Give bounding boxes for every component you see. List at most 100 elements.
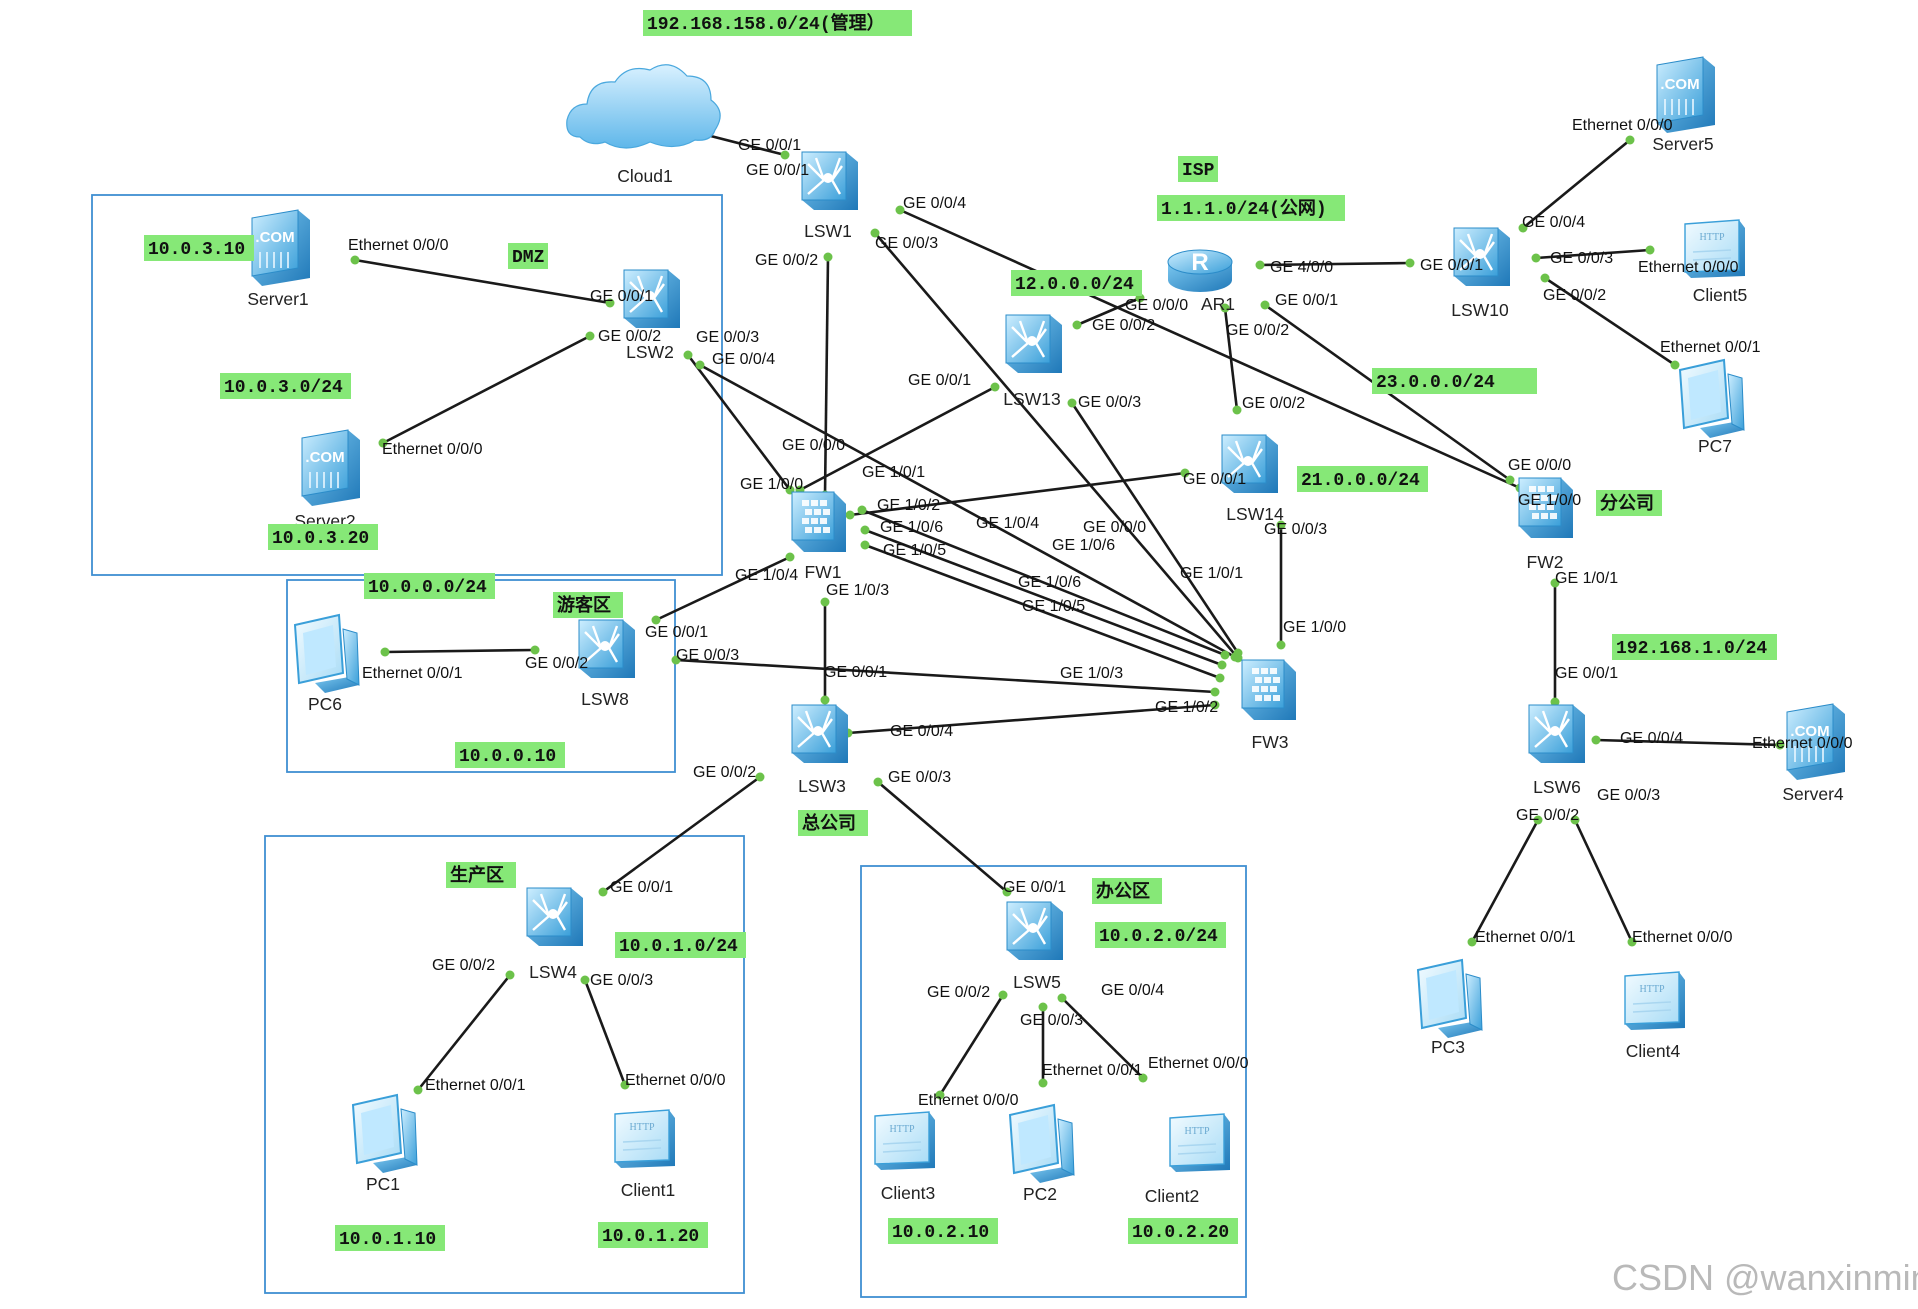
port-label-lsw4: GE 0/0/1	[610, 879, 673, 896]
device-label-fw3: FW3	[1252, 732, 1289, 752]
port-label-fw3: GE 1/0/6	[1052, 537, 1115, 554]
switch-icon	[1006, 901, 1063, 960]
port-dot	[1531, 253, 1541, 263]
note-bg	[888, 1218, 998, 1244]
port-label-pc2: Ethernet 0/0/1	[1042, 1062, 1143, 1079]
switch-icon	[578, 619, 635, 678]
note-prod-net: 10.0.1.0/24	[619, 937, 738, 957]
device-label-lsw2: LSW2	[626, 342, 674, 362]
device-server4[interactable]: .COM	[1786, 703, 1845, 780]
device-label-pc1: PC1	[366, 1174, 400, 1194]
device-lsw10[interactable]	[1453, 227, 1510, 286]
device-fw3[interactable]	[1241, 659, 1296, 720]
device-pc2[interactable]	[1008, 1103, 1075, 1183]
note-bg	[1095, 922, 1226, 948]
server-icon: .COM	[1656, 56, 1715, 133]
device-lsw4[interactable]	[526, 887, 583, 946]
port-label-fw1: GE 1/0/4	[976, 515, 1039, 532]
port-label-lsw13: GE 0/0/3	[1078, 394, 1141, 411]
device-cloud1[interactable]	[566, 64, 721, 149]
port-label-server5: Ethernet 0/0/0	[1572, 117, 1673, 134]
http-client-icon: HTTP	[1684, 219, 1745, 278]
note-bg	[220, 373, 351, 399]
port-dot	[1220, 303, 1230, 313]
device-fw1[interactable]	[791, 491, 846, 552]
device-lsw1[interactable]	[801, 151, 858, 210]
port-dot	[1210, 700, 1220, 710]
svg-text:.COM: .COM	[255, 229, 294, 246]
port-label-fw1: GE 1/0/0	[740, 476, 803, 493]
svg-text:R: R	[1191, 249, 1208, 276]
device-label-lsw6: LSW6	[1533, 777, 1581, 797]
port-dot	[1002, 887, 1012, 897]
link-fw1-fw3	[861, 508, 1226, 657]
device-pc6[interactable]	[293, 613, 360, 693]
link-lsw3-lsw4	[602, 775, 761, 894]
port-dot	[820, 695, 830, 705]
device-fw2[interactable]	[1518, 477, 1573, 538]
port-label-lsw13: GE 0/0/2	[1092, 317, 1155, 334]
note-mgmt-net: 192.168.158.0/24(管理）	[647, 12, 885, 35]
port-label-lsw2: GE 0/0/4	[712, 351, 775, 368]
device-pc7[interactable]	[1678, 358, 1745, 438]
cloud-icon	[566, 64, 721, 149]
device-label-fw2: FW2	[1527, 552, 1564, 572]
port-label-fw2: GE 0/0/0	[1508, 457, 1571, 474]
port-label-lsw1: GE 0/0/2	[755, 252, 818, 269]
device-lsw2[interactable]	[623, 269, 680, 328]
link-lsw10-server5	[1522, 138, 1631, 230]
device-server5[interactable]: .COM	[1656, 56, 1715, 133]
note-layer: 192.168.158.0/24(管理）ISP1.1.1.0/24(公网)12.…	[144, 10, 1777, 1251]
device-lsw6[interactable]	[1528, 704, 1585, 763]
port-dot	[620, 1080, 630, 1090]
port-label-ar1: GE 0/0/2	[1226, 322, 1289, 339]
port-label-fw1: GE 1/0/1	[862, 464, 925, 481]
port-dot	[895, 205, 905, 215]
link-ar1-lsw13	[1076, 296, 1141, 327]
device-lsw8[interactable]	[578, 619, 635, 678]
port-label-fw3: GE 0/0/0	[1083, 519, 1146, 536]
note-bg	[643, 10, 912, 36]
port-label-lsw3: GE 0/0/4	[890, 723, 953, 740]
device-client5[interactable]: HTTP	[1684, 219, 1745, 278]
svg-text:HTTP: HTTP	[1185, 1126, 1210, 1137]
port-label-fw2: GE 1/0/0	[1518, 492, 1581, 509]
device-client3[interactable]: HTTP	[874, 1111, 935, 1170]
svg-text:.COM: .COM	[305, 449, 344, 466]
port-dot	[860, 540, 870, 550]
device-lsw5[interactable]	[1006, 901, 1063, 960]
port-dot	[1540, 273, 1550, 283]
port-dot	[1180, 468, 1190, 478]
note-branch: 分公司	[1600, 493, 1654, 515]
port-label-lsw14: GE 0/0/3	[1264, 521, 1327, 538]
device-lsw13[interactable]	[1005, 314, 1062, 373]
link-lsw3-lsw5	[877, 781, 1008, 893]
pc-icon	[293, 613, 360, 693]
port-label-lsw14: GE 0/0/1	[1183, 471, 1246, 488]
port-dot	[785, 552, 795, 562]
port-dot	[1210, 687, 1220, 697]
device-label-server1: Server1	[247, 289, 308, 309]
svg-text:.COM: .COM	[1660, 76, 1699, 93]
device-pc1[interactable]	[351, 1093, 418, 1173]
device-pc3[interactable]	[1416, 958, 1483, 1038]
port-label-lsw5: GE 0/0/3	[1020, 1012, 1083, 1029]
link-lsw10-client5	[1535, 248, 1651, 260]
watermark: CSDN @wanxinmin	[1612, 1257, 1918, 1298]
device-client4[interactable]: HTTP	[1624, 971, 1685, 1030]
note-dmz: DMZ	[512, 248, 544, 268]
link-lsw4-client1	[583, 979, 627, 1086]
production-zone-border	[264, 835, 745, 1294]
device-server1[interactable]: .COM	[251, 209, 310, 286]
device-client1[interactable]: HTTP	[614, 1109, 675, 1168]
server-icon: .COM	[1786, 703, 1845, 780]
device-ar1[interactable]: R	[1167, 249, 1233, 292]
device-lsw3[interactable]	[791, 704, 848, 763]
device-lsw14[interactable]	[1221, 434, 1278, 493]
note-bg	[615, 932, 746, 958]
device-label-pc6: PC6	[308, 694, 342, 714]
device-client2[interactable]: HTTP	[1169, 1113, 1230, 1172]
pc-icon	[1678, 358, 1745, 438]
device-server2[interactable]: .COM	[301, 429, 360, 506]
device-label-lsw1: LSW1	[804, 221, 852, 241]
